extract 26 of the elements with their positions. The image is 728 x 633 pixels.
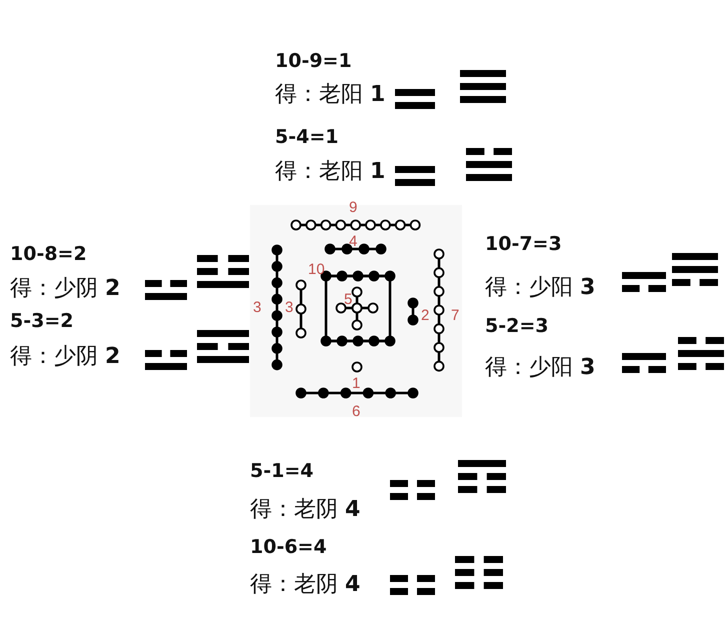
result-text: 得：少阴 2 <box>10 278 120 300</box>
result-text: 得：少阴 2 <box>10 346 120 368</box>
number-label: 7 <box>451 308 460 323</box>
formula-text: 5-2=3 <box>485 317 548 336</box>
number-label: 10 <box>308 262 325 277</box>
formula-text: 10-7=3 <box>485 235 562 254</box>
result-text: 得：老阳 1 <box>275 161 386 183</box>
result-text: 得：老阳 1 <box>275 84 386 106</box>
number-label: 3 <box>285 300 294 315</box>
formula-text: 5-3=2 <box>10 312 74 331</box>
number-label: 3 <box>253 300 262 315</box>
number-label: 9 <box>349 200 358 215</box>
result-text: 得：老阴 4 <box>250 574 360 596</box>
number-label: 1 <box>352 376 360 391</box>
formula-text: 10-9=1 <box>275 52 352 71</box>
formula-text: 5-1=4 <box>250 462 314 481</box>
number-label: 4 <box>349 234 358 249</box>
result-text: 得：老阴 4 <box>250 499 360 521</box>
result-text: 得：少阳 3 <box>485 277 596 299</box>
result-text: 得：少阳 3 <box>485 357 596 379</box>
formula-text: 10-8=2 <box>10 245 87 264</box>
number-label: 6 <box>352 404 360 419</box>
number-label: 5 <box>344 292 352 307</box>
formula-text: 5-4=1 <box>275 128 338 147</box>
number-label: 2 <box>421 308 430 323</box>
formula-text: 10-6=4 <box>250 538 327 557</box>
